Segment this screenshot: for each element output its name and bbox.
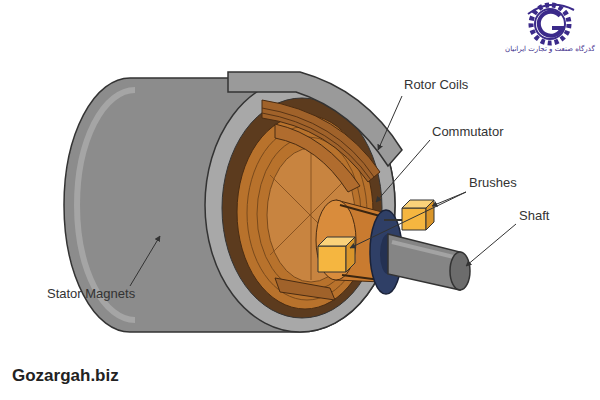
brush-lower — [318, 237, 355, 272]
part-label: Commutator — [432, 125, 504, 140]
part-label: Shaft — [519, 209, 549, 224]
shaft — [388, 234, 470, 290]
rotor-coil-stack — [275, 278, 335, 300]
leader-lines — [130, 96, 516, 286]
part-label: Stator Magnets — [47, 287, 135, 302]
part-label: Rotor Coils — [404, 78, 468, 93]
cutaway-section — [228, 72, 402, 192]
housing-interior — [222, 98, 382, 318]
logo — [528, 5, 574, 43]
housing-highlight — [77, 90, 135, 320]
part-label: Brushes — [469, 176, 517, 191]
site-watermark: Gozargah.biz — [12, 366, 119, 386]
logo-text: گذرگاه صنعت و تجارت ایرانیان — [505, 45, 595, 53]
brush-upper — [384, 200, 434, 230]
